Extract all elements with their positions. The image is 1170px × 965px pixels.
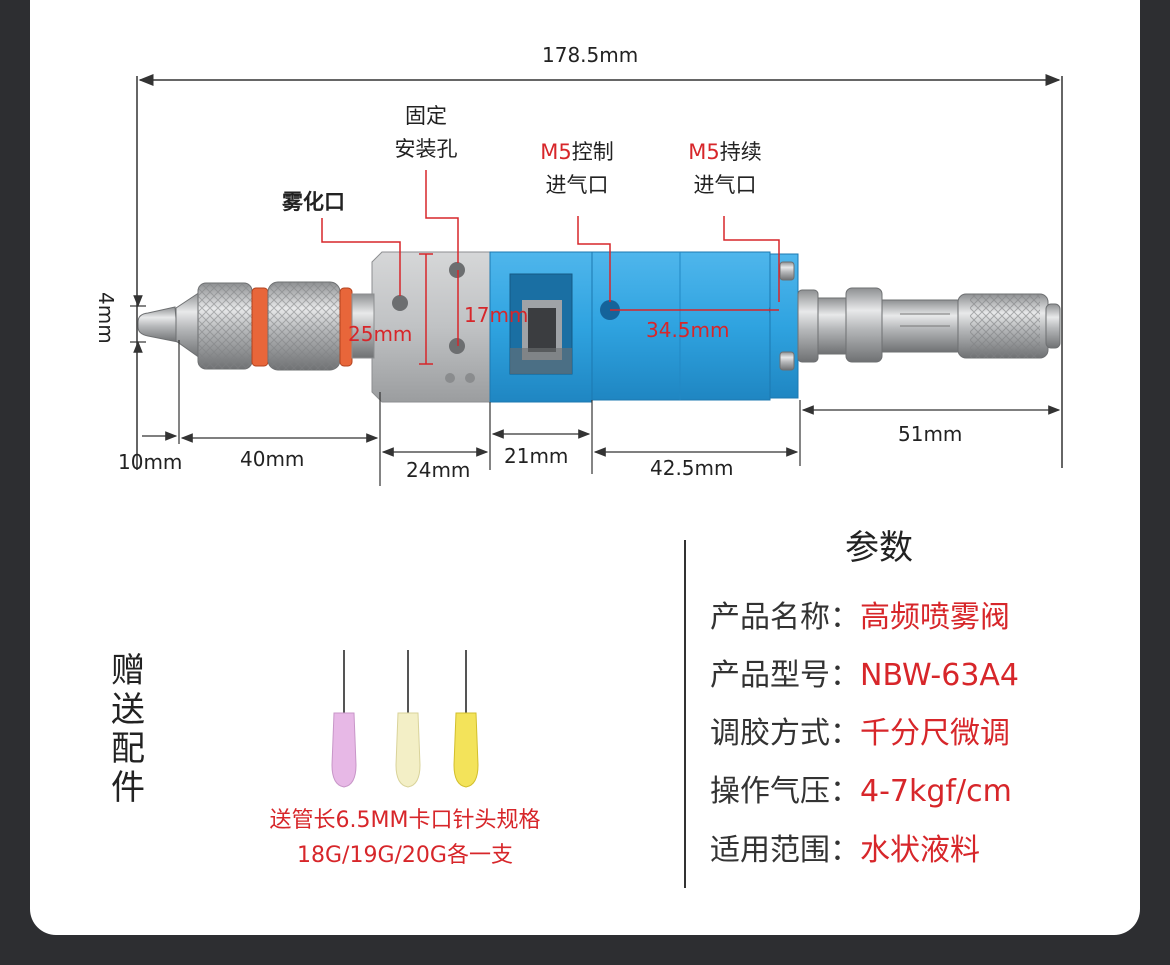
o-ring-1 — [251, 287, 269, 367]
param-row-adjust: 调胶方式：千分尺微调 — [710, 716, 1010, 751]
nozzle-cone — [175, 291, 201, 359]
needle-20g — [453, 650, 479, 788]
mount-hole-label: 固定 安装孔 — [394, 104, 458, 161]
product-card: 178.5mm 4mm 10mm 40mm 24mm 21mm 42.5mm 5… — [30, 0, 1140, 935]
mount-hole-bottom — [449, 338, 465, 354]
nozzle-length-label: 40mm — [240, 447, 305, 471]
atomizing-port-hole — [392, 295, 408, 311]
valve-tip — [137, 306, 179, 343]
control-air-label: M5控制 进气口 — [540, 140, 614, 197]
param-row-pressure: 操作气压：4-7kgf/cm — [710, 774, 1012, 809]
param-row-name: 产品名称：高频喷雾阀 — [710, 600, 1010, 635]
vertical-17mm-label: 17mm — [464, 303, 529, 327]
accessories-title: 赠送配件 — [111, 651, 145, 808]
param-row-model: 产品型号：NBW-63A4 — [710, 658, 1020, 693]
parameters-title: 参数 — [845, 528, 913, 568]
needle-19g — [395, 650, 421, 788]
window-block-length-label: 21mm — [504, 444, 569, 468]
mount-hole-top — [449, 262, 465, 278]
main-body — [591, 251, 771, 401]
total-length-label: 178.5mm — [542, 43, 639, 67]
micrometer-length-label: 51mm — [898, 422, 963, 446]
needle-18g — [331, 650, 357, 788]
valve-diagram — [130, 74, 1063, 486]
continuous-air-label: M5持续 进气口 — [688, 140, 762, 197]
tip-diameter-label: 4mm — [94, 292, 118, 344]
accessories-line2: 18G/19G/20G各一支 — [297, 843, 513, 868]
param-row-scope: 适用范围：水状液料 — [710, 833, 980, 868]
accessories-line1: 送管长6.5MM卡口针头规格 — [269, 808, 541, 833]
port-spacing-label: 34.5mm — [646, 318, 730, 342]
vertical-25mm-label: 25mm — [348, 322, 413, 346]
tip-length-label: 10mm — [118, 450, 183, 474]
head-block-length-label: 24mm — [406, 458, 471, 482]
needle-illustrations — [331, 650, 479, 788]
body-length-label: 42.5mm — [650, 456, 734, 480]
atomizing-port-label: 雾化口 — [282, 190, 345, 214]
section-divider — [684, 540, 686, 888]
